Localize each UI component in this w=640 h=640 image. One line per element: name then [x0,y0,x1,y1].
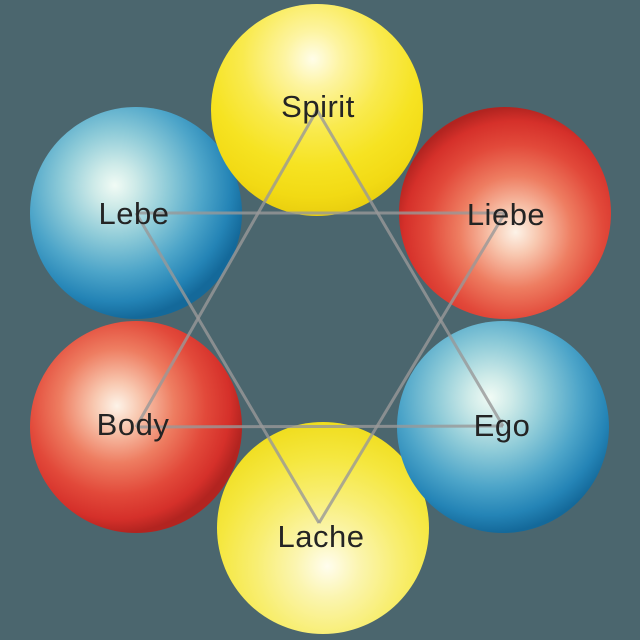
label-lache: Lache [277,519,365,554]
label-body: Body [96,407,170,442]
label-ego: Ego [473,408,531,443]
label-lebe: Lebe [98,196,170,231]
label-liebe: Liebe [466,197,546,232]
label-spirit: Spirit [281,89,355,124]
